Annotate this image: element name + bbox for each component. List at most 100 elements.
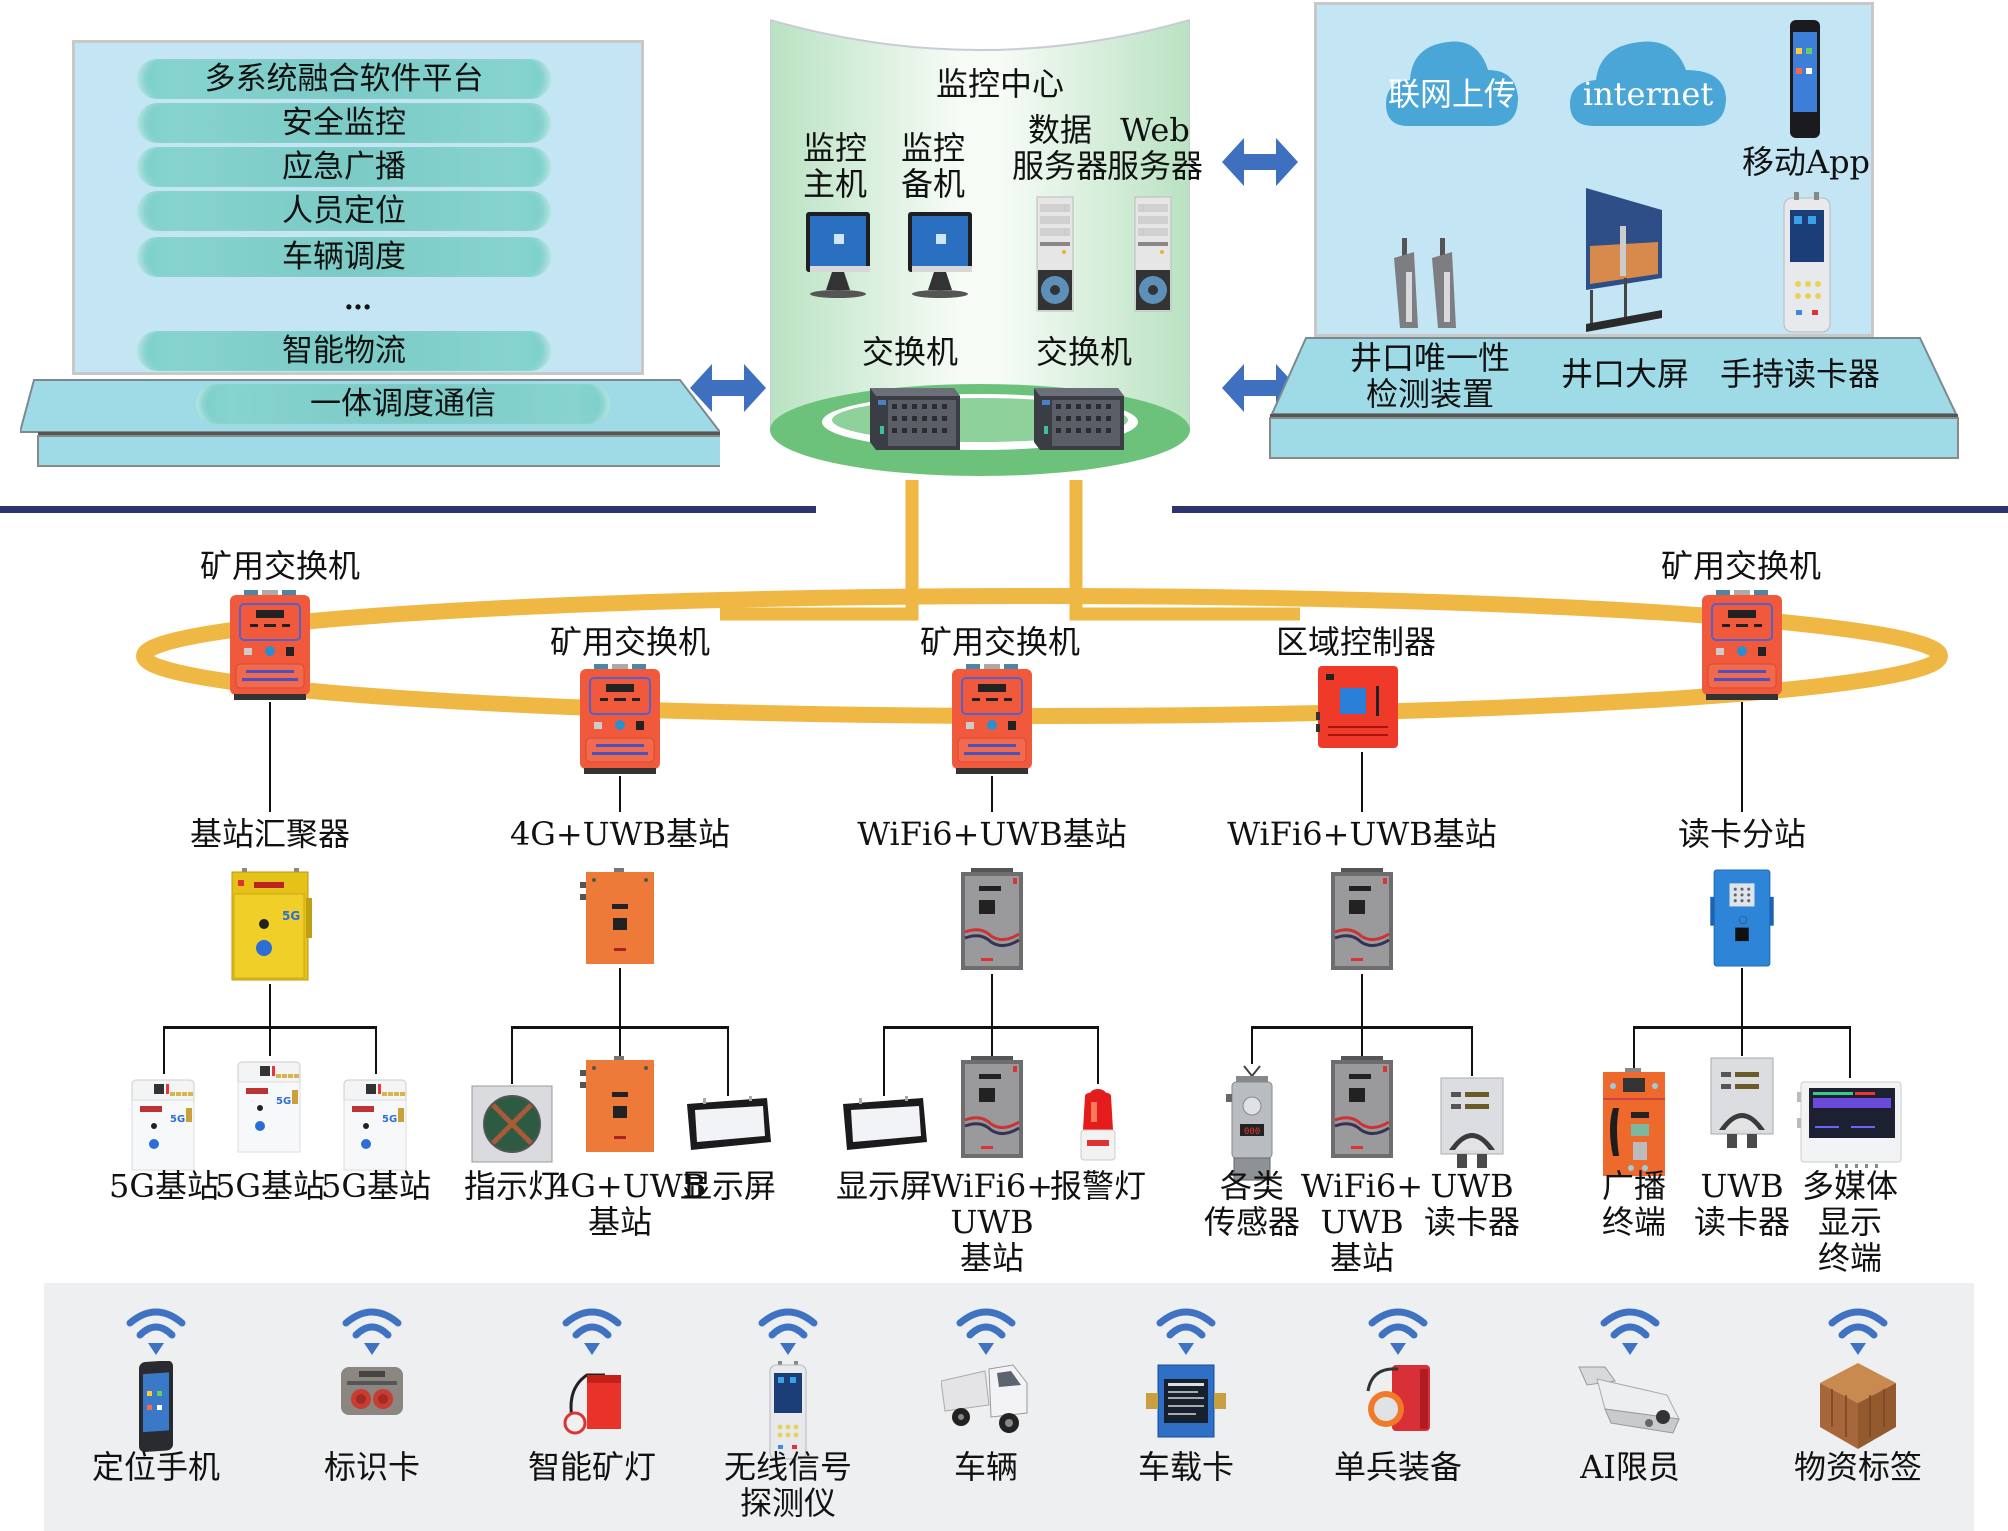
terminal-item[interactable]: 车辆	[901, 1283, 1071, 1531]
terminal-item[interactable]: 标识卡	[287, 1283, 457, 1531]
terminal-item[interactable]: AI限员	[1545, 1283, 1715, 1531]
card-substation-icon[interactable]	[1702, 868, 1782, 972]
connection-line	[163, 1026, 165, 1074]
connection-line	[1097, 1026, 1099, 1084]
svg-text:000: 000	[1244, 1127, 1260, 1137]
connection-line	[511, 1026, 513, 1084]
terminal-item[interactable]: 单兵装备	[1313, 1283, 1483, 1531]
uwb-reader-icon[interactable]	[1707, 1056, 1777, 1156]
id-card-icon	[337, 1361, 407, 1425]
layer-personnel-positioning[interactable]: 人员定位	[137, 191, 551, 231]
5g-station-icon[interactable]: 5G	[230, 1056, 310, 1160]
layer-multi-system-platform[interactable]: 多系统融合软件平台	[137, 59, 551, 99]
terminal-label: 车辆	[953, 1448, 1018, 1486]
uplink-cable	[1069, 480, 1300, 621]
steel-station-icon[interactable]	[957, 1056, 1027, 1166]
smartphone-icon[interactable]	[1788, 18, 1824, 142]
layer-intelligent-logistics[interactable]: 智能物流	[137, 331, 551, 371]
wifi-signal-icon	[1156, 1305, 1216, 1361]
uwb-reader-icon[interactable]	[1437, 1076, 1507, 1176]
terminal-item[interactable]: 车载卡	[1101, 1283, 1271, 1531]
signal-detector-icon	[766, 1361, 810, 1465]
terminal-item[interactable]: 物资标签	[1773, 1283, 1943, 1531]
monitor-icon[interactable]	[804, 210, 876, 302]
steel-station-icon[interactable]	[957, 868, 1027, 978]
external-panel-base	[1269, 337, 1959, 459]
crate-icon	[1818, 1361, 1898, 1455]
wifi-signal-icon	[562, 1305, 622, 1361]
area-controller-icon[interactable]	[1316, 664, 1400, 756]
terminal-item[interactable]: 智能矿灯	[507, 1283, 677, 1531]
device-label: 各类 传感器	[1203, 1167, 1300, 1241]
orange-station-icon[interactable]	[580, 1056, 660, 1160]
layer-emergency-broadcast[interactable]: 应急广播	[137, 147, 551, 187]
ring-node-label: 矿用交换机	[199, 547, 360, 585]
layer-safety-monitoring[interactable]: 安全监控	[137, 103, 551, 143]
bidirectional-arrow-icon	[1222, 138, 1298, 186]
rack-switch-icon[interactable]	[1026, 382, 1126, 454]
svg-text:5G: 5G	[382, 1114, 397, 1125]
connection-line	[375, 1026, 377, 1074]
svg-text:5G: 5G	[276, 1096, 291, 1107]
mine-switch-icon[interactable]	[950, 664, 1034, 780]
personal-equipment-icon	[1358, 1361, 1438, 1445]
server-tower-icon[interactable]	[1036, 196, 1076, 314]
connection-line	[269, 702, 271, 812]
svg-text:5G: 5G	[170, 1114, 185, 1125]
device-label: 4G+UWB 基站	[550, 1167, 707, 1241]
wifi-signal-icon	[1600, 1305, 1660, 1361]
label-monitor-backup: 监控 备机	[900, 129, 965, 203]
ring-node-label: 矿用交换机	[1660, 547, 1821, 585]
vehicle-card-icon	[1146, 1361, 1226, 1445]
terminal-label: AI限员	[1580, 1448, 1680, 1486]
label-web-server: Web 服务器	[1106, 111, 1203, 185]
cloud-label-internet: internet	[1582, 75, 1714, 113]
mine-switch-icon[interactable]	[578, 664, 662, 780]
miner-lamp-icon	[557, 1361, 627, 1445]
steel-station-icon[interactable]	[1327, 868, 1397, 978]
device-label: 显示屏	[679, 1167, 776, 1205]
connection-line	[1361, 974, 1363, 1026]
aggregator-icon[interactable]: 5G	[224, 868, 316, 988]
device-label: 5G基站	[321, 1167, 431, 1205]
terminal-label: 车载卡	[1137, 1448, 1234, 1486]
monitor-icon[interactable]	[906, 210, 978, 302]
5g-station-icon[interactable]: 5G	[124, 1074, 204, 1178]
mine-switch-icon[interactable]	[228, 590, 312, 706]
alarm-light-icon[interactable]	[1073, 1084, 1123, 1168]
device-label: 显示屏	[835, 1167, 932, 1205]
indicator-light-icon[interactable]	[470, 1084, 554, 1168]
terminal-item[interactable]: 无线信号 探测仪	[703, 1283, 873, 1531]
video-wall-icon[interactable]	[1584, 186, 1664, 336]
uplink-cable	[720, 480, 919, 621]
connection-line	[269, 1026, 271, 1056]
connection-line	[619, 776, 621, 812]
5g-station-icon[interactable]: 5G	[336, 1074, 416, 1178]
handheld-reader-icon[interactable]	[1780, 192, 1834, 336]
cloud-icon[interactable]	[1386, 22, 1518, 132]
layer-unified-dispatch-comm[interactable]: 一体调度通信	[196, 384, 610, 424]
display-screen-icon[interactable]	[683, 1096, 773, 1156]
device-label: 指示灯	[463, 1167, 560, 1205]
rack-switch-icon[interactable]	[862, 382, 962, 454]
sensor-icon[interactable]: 000	[1222, 1064, 1282, 1188]
display-screen-icon[interactable]	[839, 1096, 929, 1156]
terminal-label: 无线信号 探测仪	[723, 1448, 852, 1522]
multimedia-terminal-icon[interactable]	[1795, 1078, 1905, 1174]
device-label: 5G基站	[215, 1167, 325, 1205]
terminal-label: 定位手机	[91, 1448, 220, 1486]
layer-vehicle-dispatch[interactable]: 车辆调度	[137, 237, 551, 277]
steel-station-icon[interactable]	[1327, 1056, 1397, 1166]
monitoring-center-title: 监控中心	[935, 65, 1064, 103]
mine-switch-icon[interactable]	[1700, 590, 1784, 706]
device-label: 报警灯	[1049, 1167, 1146, 1205]
turnstile-icon[interactable]	[1390, 228, 1480, 332]
terminal-item[interactable]: 定位手机	[71, 1283, 241, 1531]
server-tower-icon[interactable]	[1134, 196, 1174, 314]
connection-line	[1849, 1026, 1851, 1078]
cloud-icon[interactable]	[1570, 22, 1726, 132]
broadcast-terminal-icon[interactable]	[1601, 1068, 1667, 1184]
orange-station-icon[interactable]	[580, 868, 660, 972]
ring-network	[136, 480, 1948, 724]
smartphone-icon	[131, 1360, 181, 1461]
